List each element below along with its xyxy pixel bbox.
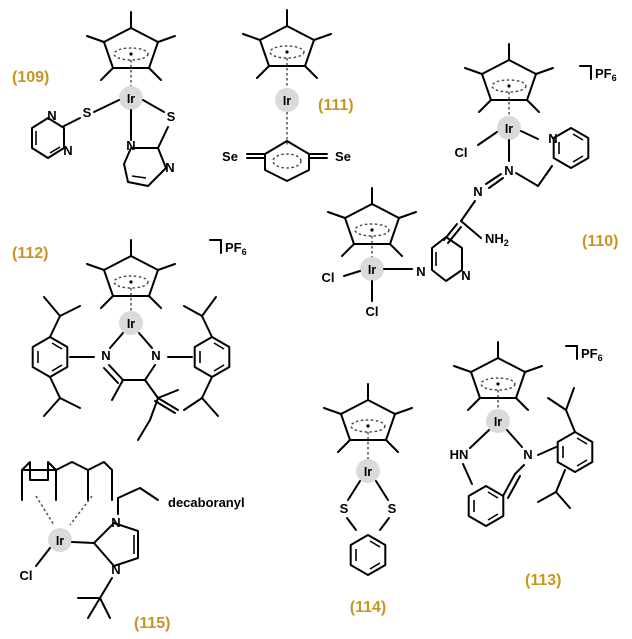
pyridine-ring — [552, 127, 590, 169]
benzene-ring — [349, 534, 387, 576]
selenium-atom: Se — [335, 149, 351, 164]
decaboranyl-substituent: decaboranyl — [168, 495, 245, 510]
sulfur-atom: S — [167, 109, 176, 124]
compound-112: (112) PF6 Ir N N — [12, 239, 247, 441]
sulfur-atom: S — [83, 105, 92, 120]
compound-111: Ir (111) Se Se — [222, 9, 354, 182]
compound-110: PF6 Ir Cl N N N NH2 N N (110) — [416, 43, 618, 283]
compound-115: Ir Cl N N decaboranyl (115) — [20, 461, 245, 632]
cp-star-ring — [86, 239, 176, 309]
iridium-center: Ir — [127, 92, 135, 106]
nitrogen-atom: N — [63, 143, 72, 158]
compound-label-109: (109) — [12, 69, 49, 86]
chlorine-atom: Cl — [366, 304, 379, 319]
hexafluorophosphate-anion: PF6 — [225, 240, 247, 257]
iridium-center: Ir — [505, 122, 513, 136]
chlorine-atom: Cl — [322, 270, 335, 285]
compound-110-ir-fragment: Ir Cl Cl — [322, 187, 417, 319]
compound-label-113: (113) — [525, 572, 561, 589]
nitrogen-atom: N — [548, 131, 557, 146]
compound-114: Ir S S (114) — [323, 383, 413, 616]
iridium-center: Ir — [283, 94, 291, 108]
nitrogen-atom: N — [111, 515, 120, 530]
phenylene-ring — [467, 485, 505, 527]
iridium-center: Ir — [56, 534, 64, 548]
nitrogen-atom: N — [504, 163, 513, 178]
cp-star-ring — [327, 187, 417, 257]
nitrogen-atom: N — [111, 562, 120, 577]
sulfur-atom: S — [340, 501, 349, 516]
nitrogen-atom: N — [126, 138, 135, 153]
cp-star-ring — [464, 43, 554, 113]
iridium-center: Ir — [494, 415, 502, 429]
chlorine-atom: Cl — [20, 568, 33, 583]
nitrogen-atom: N — [47, 108, 56, 123]
cp-star-ring — [323, 383, 413, 453]
iridium-center: Ir — [127, 317, 135, 331]
hexafluorophosphate-anion: PF6 — [581, 346, 603, 363]
iridium-center: Ir — [368, 263, 376, 277]
compound-label-112: (112) — [12, 245, 48, 262]
aryl-ring — [193, 336, 231, 378]
nitrogen-atom: N — [165, 160, 174, 175]
compound-109: (109) Ir S N N S N N — [12, 11, 176, 187]
chlorine-atom: Cl — [455, 145, 468, 160]
compound-label-114: (114) — [350, 599, 386, 616]
cp-star-ring — [86, 11, 176, 81]
nitrogen-atom: N — [473, 184, 482, 199]
nitrogen-atom: N — [461, 268, 470, 283]
iridium-center: Ir — [364, 465, 372, 479]
nitrogen-atom: N — [523, 447, 532, 462]
nitrogen-atom: N — [416, 264, 425, 279]
amine-nh: HN — [450, 447, 469, 462]
selenium-atom: Se — [222, 149, 238, 164]
compound-label-115: (115) — [134, 615, 170, 632]
amino-group: NH2 — [485, 231, 509, 248]
nitrogen-atom: N — [101, 348, 110, 363]
sulfur-atom: S — [388, 501, 397, 516]
compound-113: PF6 Ir HN N (113) — [450, 341, 603, 589]
nitrogen-atom: N — [151, 348, 160, 363]
hexafluorophosphate-anion: PF6 — [595, 66, 617, 83]
cp-star-ring — [453, 341, 543, 411]
aryl-ring — [556, 431, 594, 473]
cp-star-ring — [242, 9, 332, 79]
compound-label-111: (111) — [318, 97, 354, 114]
aryl-ring — [31, 336, 69, 378]
compound-label-110: (110) — [582, 233, 618, 250]
